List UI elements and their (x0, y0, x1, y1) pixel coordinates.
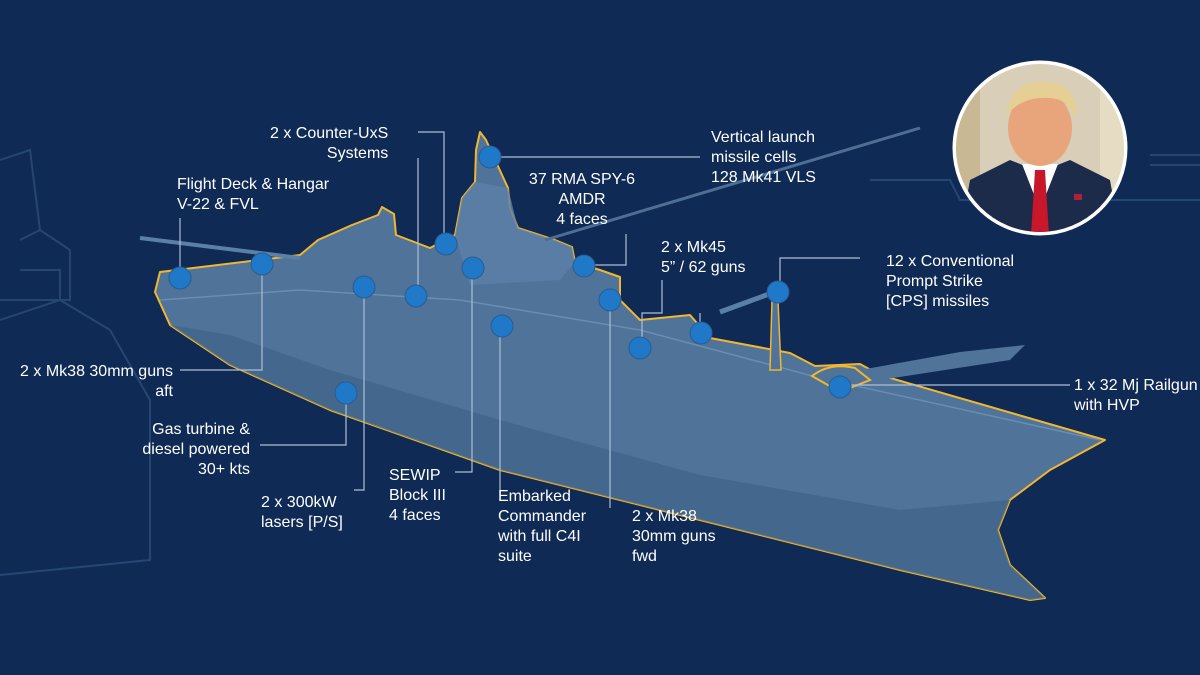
marker-sewip (461, 256, 485, 280)
leader-lasers (354, 289, 365, 491)
marker-counter-uxs-high (434, 232, 458, 256)
marker-commander (490, 314, 514, 338)
callout-markers (168, 145, 852, 405)
marker-lasers (352, 275, 376, 299)
person-portrait-icon (952, 60, 1128, 236)
ship-hull (139, 126, 1106, 601)
leader-mk38-aft (180, 264, 263, 371)
label-sewip: SEWIP Block III 4 faces (389, 467, 446, 524)
label-cps: 12 x Conventional Prompt Strike [CPS] mi… (886, 253, 1015, 310)
marker-vls (478, 145, 502, 169)
marker-gas-turbine (334, 381, 358, 405)
label-spy6: 37 RMA SPY-6 AMDR 4 faces (528, 171, 636, 228)
label-commander: Embarked Commander with full C4I suite (498, 488, 587, 565)
marker-mk45-b (689, 321, 713, 345)
label-mk45: 2 x Mk45 5” / 62 guns (661, 239, 746, 276)
label-vls: Vertical launch missile cells 128 Mk41 V… (711, 129, 816, 186)
leader-spy6 (588, 234, 627, 266)
leader-mk45 (641, 280, 663, 345)
label-mk38-aft: 2 x Mk38 30mm guns aft (20, 363, 173, 400)
leader-gas (260, 394, 347, 446)
marker-counter-uxs-low (404, 284, 428, 308)
label-mk38-fwd: 2 x Mk38 30mm guns fwd (632, 508, 716, 565)
label-lasers: 2 x 300kW lasers [P/S] (261, 494, 343, 531)
label-gas-turbine: Gas turbine & diesel powered 30+ kts (142, 421, 250, 478)
leader-counter-uxs (418, 131, 445, 236)
label-flight-deck: Flight Deck & Hangar V-22 & FVL (177, 176, 330, 213)
marker-mk38-fwd (598, 288, 622, 312)
label-counter-uxs: 2 x Counter-UxS Systems (270, 125, 389, 162)
leader-lines (179, 131, 1070, 508)
marker-cps (766, 280, 790, 304)
marker-flight-deck (168, 266, 192, 290)
marker-mk38-aft (250, 252, 274, 276)
label-railgun: 1 x 32 Mj Railgun with HVP (1074, 377, 1198, 414)
marker-railgun (828, 375, 852, 399)
marker-spy6 (572, 254, 596, 278)
marker-mk45-a (628, 336, 652, 360)
leader-cps (779, 257, 860, 290)
leader-sewip (455, 270, 473, 473)
